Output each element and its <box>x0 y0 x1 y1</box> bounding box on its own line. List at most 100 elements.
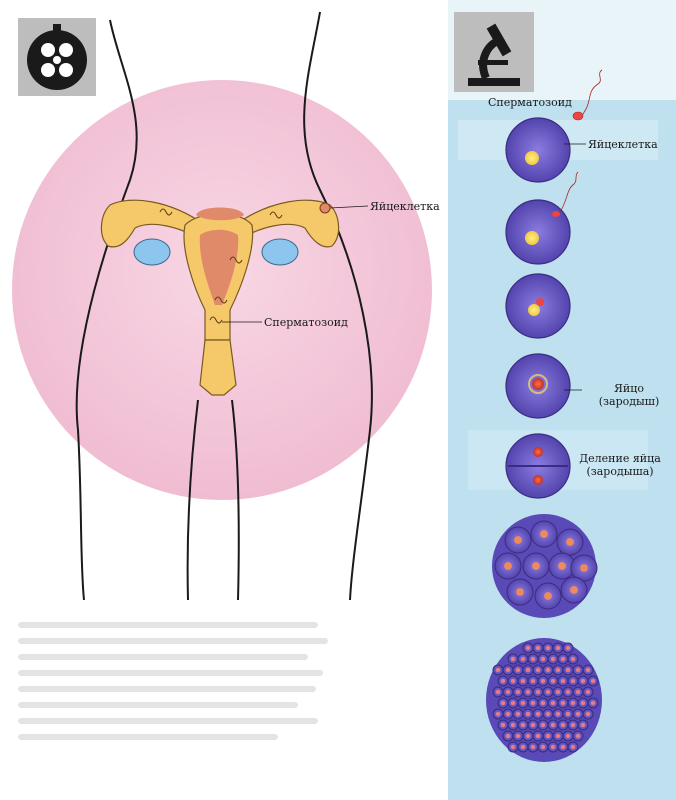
vagina <box>199 339 237 396</box>
embryo-nucleus <box>544 592 552 600</box>
embryo-nucleus <box>511 679 515 683</box>
embryo-nucleus <box>506 734 510 738</box>
embryo-nucleus <box>566 690 570 694</box>
zygote-label: Яйцо (зародыш) <box>598 382 660 408</box>
embryo-nucleus <box>531 723 535 727</box>
embryo-nucleus <box>541 745 545 749</box>
egg-cell-marker <box>319 202 331 214</box>
sperm-squiggle <box>209 316 223 324</box>
embryo-nucleus <box>580 564 588 572</box>
fallopian-tube-left <box>100 199 211 248</box>
ovary-left <box>133 238 171 266</box>
egg-stage-3 <box>505 273 571 339</box>
embryo-nucleus <box>511 745 515 749</box>
embryo-nucleus <box>581 723 585 727</box>
embryo-nucleus <box>576 734 580 738</box>
embryo-nucleus <box>581 679 585 683</box>
blastula-stage <box>486 638 602 762</box>
egg-label: Яйцеклетка <box>370 200 440 213</box>
embryo-nucleus <box>571 745 575 749</box>
embryo-nucleus <box>536 712 540 716</box>
faded-text-block <box>18 612 338 792</box>
embryo-nucleus <box>511 701 515 705</box>
morula-stage <box>492 514 598 618</box>
microscope-icon <box>454 12 534 92</box>
embryo-nucleus <box>571 679 575 683</box>
embryo-nucleus <box>570 586 578 594</box>
embryo-nucleus <box>566 734 570 738</box>
embryo-nucleus <box>576 668 580 672</box>
embryo-nucleus <box>501 723 505 727</box>
embryo-nucleus <box>566 668 570 672</box>
embryo-nucleus <box>531 657 535 661</box>
embryo-nucleus <box>496 690 500 694</box>
embryo-nucleus <box>551 679 555 683</box>
embryo-nucleus <box>501 679 505 683</box>
embryo-nucleus <box>516 734 520 738</box>
sperm-squiggle <box>214 296 228 304</box>
embryo-nucleus <box>521 701 525 705</box>
embryo-nucleus <box>541 723 545 727</box>
embryo-nucleus <box>576 712 580 716</box>
embryo-nucleus <box>561 745 565 749</box>
embryo-nucleus <box>501 701 505 705</box>
embryo-nucleus <box>526 734 530 738</box>
embryo-nucleus <box>541 657 545 661</box>
embryo-nucleus <box>576 690 580 694</box>
embryo-nucleus <box>532 562 540 570</box>
embryo-nucleus <box>536 690 540 694</box>
embryo-nucleus <box>521 745 525 749</box>
embryo-nucleus <box>566 712 570 716</box>
egg-stage-1 <box>505 117 571 183</box>
embryo-nucleus <box>496 712 500 716</box>
embryo-nucleus <box>551 701 555 705</box>
embryo-nucleus <box>591 701 595 705</box>
embryo-nucleus <box>558 562 566 570</box>
cell-division-diagram: Сперматозоид Яйцеклетка Яйцо (зародыш) Д… <box>448 0 676 800</box>
ovary-right <box>261 238 299 266</box>
embryo-nucleus <box>496 668 500 672</box>
cell-division-svg <box>448 0 676 800</box>
embryo-nucleus <box>556 690 560 694</box>
embryo-nucleus <box>546 712 550 716</box>
sperm-squiggle <box>229 256 243 264</box>
sperm-cell <box>572 69 603 121</box>
embryo-nucleus <box>526 646 530 650</box>
sperm-squiggle <box>159 208 173 216</box>
embryo-nucleus <box>551 723 555 727</box>
embryo-nucleus <box>516 668 520 672</box>
sperm-label-right: Сперматозоид <box>488 96 572 109</box>
embryo-nucleus <box>526 712 530 716</box>
body-outline-left <box>75 19 138 600</box>
embryo-nucleus <box>586 668 590 672</box>
reproductive-system-svg <box>12 11 432 600</box>
egg-stage-5 <box>505 433 571 499</box>
embryo-nucleus <box>546 668 550 672</box>
embryo-nucleus <box>506 690 510 694</box>
embryo-nucleus <box>516 588 524 596</box>
embryo-nucleus <box>571 701 575 705</box>
embryo-nucleus <box>516 712 520 716</box>
embryo-nucleus <box>540 530 548 538</box>
egg-stage-4 <box>505 353 571 419</box>
embryo-nucleus <box>556 646 560 650</box>
embryo-nucleus <box>531 745 535 749</box>
embryo-nucleus <box>556 734 560 738</box>
embryo-nucleus <box>566 538 574 546</box>
embryo-nucleus <box>541 701 545 705</box>
embryo-nucleus <box>561 723 565 727</box>
embryo-nucleus <box>506 668 510 672</box>
embryo-nucleus <box>556 712 560 716</box>
sperm-label: Сперматозоид <box>264 316 348 329</box>
embryo-nucleus <box>561 701 565 705</box>
embryo-nucleus <box>536 646 540 650</box>
embryo-nucleus <box>586 712 590 716</box>
embryo-nucleus <box>556 668 560 672</box>
embryo-nucleus <box>521 679 525 683</box>
embryo-nucleus <box>561 679 565 683</box>
uterus-top <box>196 207 244 221</box>
embryo-nucleus <box>536 734 540 738</box>
embryo-nucleus <box>506 712 510 716</box>
embryo-nucleus <box>566 646 570 650</box>
embryo-nucleus <box>526 668 530 672</box>
